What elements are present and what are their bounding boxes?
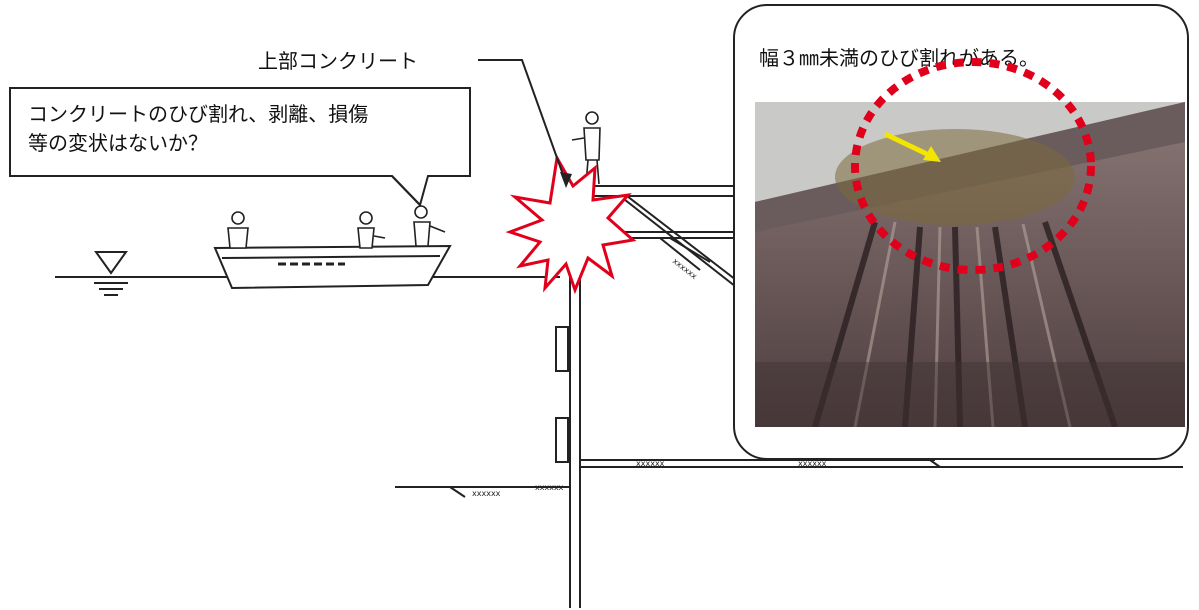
photo-callout: 幅３㎜未満のひび割れがある。: [733, 4, 1189, 460]
water-level-icon: [94, 251, 128, 296]
hatch-mark: xxxxxx: [472, 489, 501, 498]
hatch-mark: xxxxxx: [636, 459, 665, 468]
seabed-line: [395, 459, 1183, 498]
damage-burst-icon: [505, 153, 637, 295]
crack-highlight-circle: [851, 58, 1095, 274]
bubble-pointer-line: [391, 175, 421, 206]
leader-arrowhead: [560, 172, 572, 188]
question-line-2: 等の変状はないか？: [28, 131, 208, 155]
inspection-question: コンクリートのひび割れ、剥離、損傷 等の変状はないか？: [28, 100, 368, 158]
label-leader-line: [478, 59, 567, 184]
speech-bubble: [9, 87, 471, 207]
boat-icon: [213, 244, 452, 290]
hatch-mark: xxxxxx: [798, 459, 827, 468]
person-icon: [227, 205, 446, 249]
person-icon: [571, 111, 601, 185]
hatch-mark: xxxxxx: [535, 483, 564, 492]
crack-pointer-arrow: [883, 131, 941, 162]
upper-concrete-label: 上部コンクリート: [258, 49, 418, 73]
hatch-mark: xxxxxx: [671, 256, 699, 281]
question-line-1: コンクリートのひび割れ、剥離、損傷: [28, 102, 369, 126]
